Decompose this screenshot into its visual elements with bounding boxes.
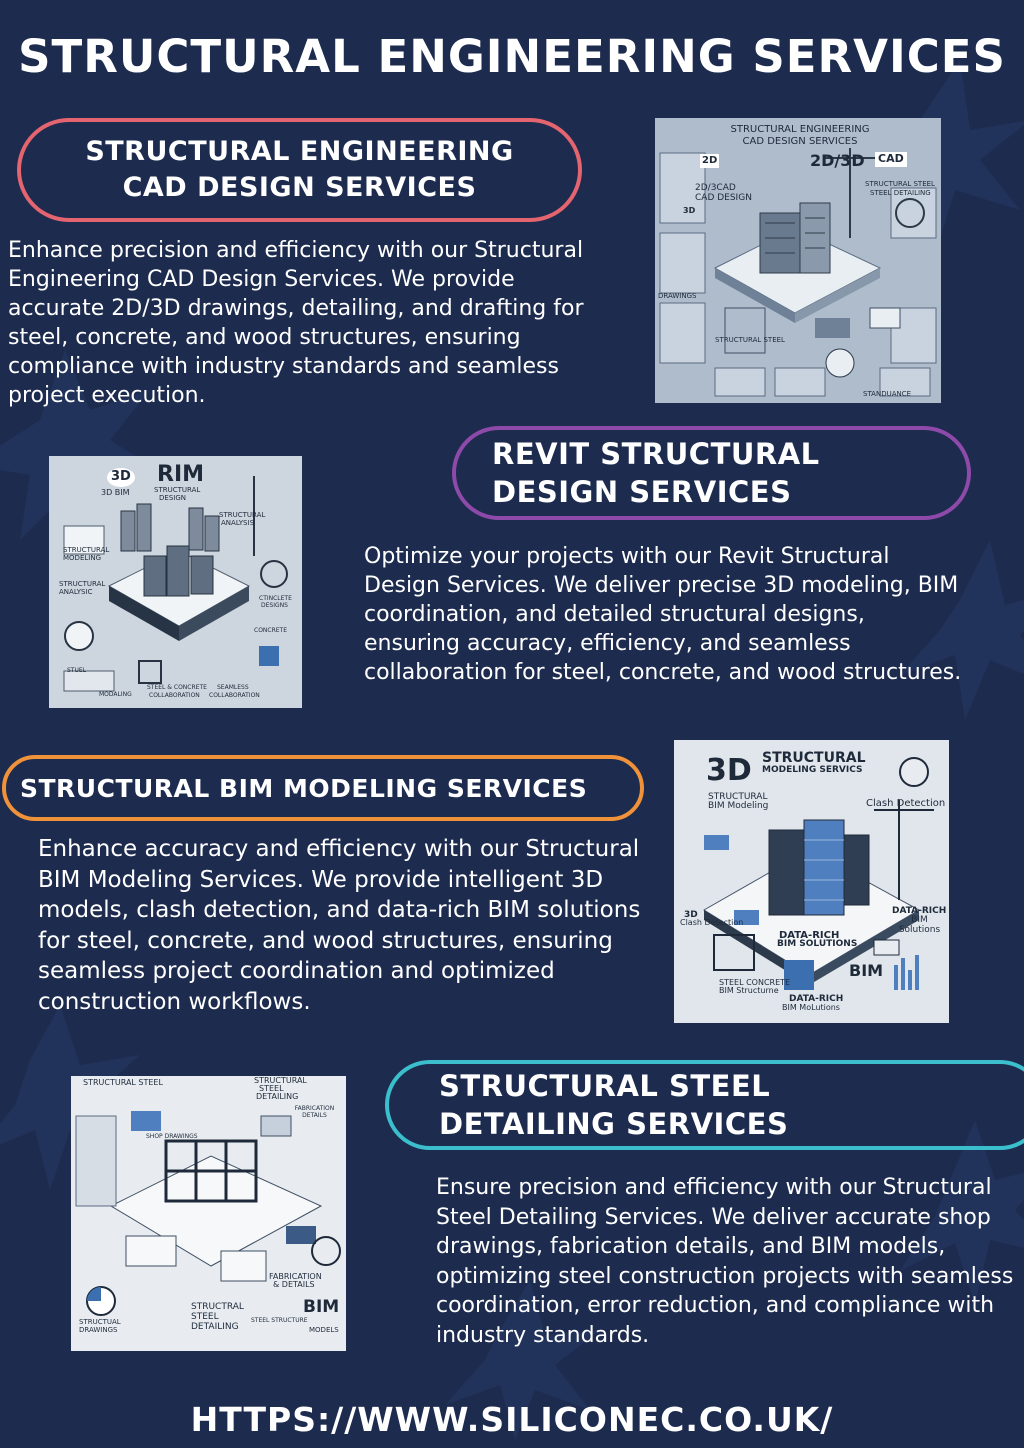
heading-line: STRUCTURAL STEEL xyxy=(439,1068,771,1103)
figure-label: 2D/3D xyxy=(810,151,865,170)
section-heading-steel-detailing: STRUCTURAL STEEL DETAILING SERVICES xyxy=(385,1060,1024,1150)
figure-label: DRAWINGS xyxy=(79,1326,118,1334)
figure-label: BIM Structurne xyxy=(719,986,779,995)
figure-label: FABRICATION DETAILS xyxy=(294,1105,335,1119)
page-title: STRUCTURAL ENGINEERING SERVICES xyxy=(18,30,1006,83)
figure-label: STRUCTURAL xyxy=(254,1076,307,1085)
figure-label: MODELS xyxy=(309,1326,339,1334)
section-heading-cad-design: STRUCTURAL ENGINEERING CAD DESIGN SERVIC… xyxy=(17,118,582,222)
heading-line: DETAILING SERVICES xyxy=(439,1107,789,1141)
figure-label: BIM xyxy=(303,1297,340,1317)
figure-label: STEEL DETAILING xyxy=(870,189,931,197)
figure-label: DATA-RICH xyxy=(779,930,840,941)
figure-label: STRUCTURAL xyxy=(59,580,106,588)
figure-label: STRUCTURAL xyxy=(63,546,110,554)
cad-design-illustration: STRUCTURAL ENGINEERING CAD DESIGN SERVIC… xyxy=(655,118,941,403)
section-description: Enhance precision and efficiency with ou… xyxy=(8,238,584,408)
figure-label: Clash Detection xyxy=(866,798,946,809)
figure-label: DETAILING xyxy=(256,1092,299,1101)
figure-label: STRUCTUAL xyxy=(79,1318,121,1326)
figure-label: STEEL CONCRETE xyxy=(719,978,791,987)
steel-detailing-illustration: STRUCTURAL STEEL STRUCTURAL STEEL DETAIL… xyxy=(71,1076,346,1351)
figure-label: STRUCTURAL xyxy=(219,511,266,519)
heading-line: DESIGN SERVICES xyxy=(492,475,792,509)
figure-label: STEEL STRUCTURE xyxy=(251,1317,308,1324)
figure-label: STRUCTURAL xyxy=(708,792,768,802)
figure-title: STRUCTURAL ENGINEERING CAD DESIGN SERVIC… xyxy=(715,124,885,147)
section-description: Optimize your projects with our Revit St… xyxy=(364,544,962,685)
figure-label: 3D xyxy=(684,910,698,920)
figure-label: 2D xyxy=(700,154,720,168)
figure-label: STEEL xyxy=(191,1312,219,1322)
figure-label: STUEL xyxy=(67,667,86,674)
isometric-steel-frame-illustration xyxy=(71,1076,346,1351)
section-description: Ensure precision and efficiency with our… xyxy=(436,1175,1014,1348)
section-heading-bim-modeling: STRUCTURAL BIM MODELING SERVICES xyxy=(2,755,644,821)
isometric-building-illustration xyxy=(674,740,949,1023)
figure-label: STEEL xyxy=(259,1084,284,1093)
figure-label: STRUCTURAL STEEL xyxy=(83,1078,163,1087)
figure-label: COLLABORATION xyxy=(209,692,260,699)
figure-label: BIM xyxy=(849,961,884,980)
figure-label: CAD xyxy=(875,152,907,167)
website-link[interactable]: HTTPS://WWW.SILICONEC.CO.UK/ xyxy=(190,1400,834,1439)
figure-label: STANDUANCE xyxy=(863,390,912,398)
figure-label: BIM SOLUTIONS xyxy=(777,939,858,949)
heading-line: CAD DESIGN SERVICES xyxy=(122,172,477,203)
figure-label: MODELING xyxy=(63,554,101,562)
figure-label: STRUCTURAL STEEL xyxy=(865,180,935,188)
figure-label: MODALING xyxy=(99,691,132,698)
isometric-building-illustration xyxy=(49,456,302,708)
heading-line: REVIT STRUCTURAL xyxy=(492,436,820,471)
figure-label: DATA-RICH xyxy=(892,906,947,916)
figure-label: COLLABORATION xyxy=(149,692,200,699)
figure-label: FABRICATION xyxy=(269,1272,322,1281)
figure-label: CTINCLETE xyxy=(259,595,292,602)
figure-label: DESIGNS xyxy=(261,602,288,609)
figure-label: ANALYSIC xyxy=(59,588,93,596)
figure-label: ANALYSIS xyxy=(221,519,255,527)
heading-line: STRUCTURAL ENGINEERING xyxy=(85,136,514,168)
figure-label: 3D BIM xyxy=(101,488,130,497)
figure-label: Clash Detection xyxy=(680,918,744,927)
figure-label: STRUCTRAL xyxy=(191,1302,244,1312)
figure-label: STRUCTURAL xyxy=(762,750,866,766)
figure-label: RIM xyxy=(157,462,205,487)
figure-title-line: CAD DESIGN SERVICES xyxy=(742,135,858,147)
section-heading-revit-design: REVIT STRUCTURAL DESIGN SERVICES xyxy=(452,426,971,520)
figure-label: BIM Modeling xyxy=(708,801,769,811)
revit-design-illustration: 3D RIM 3D BIM STRUCTURAL DESIGN STRUCTUR… xyxy=(49,456,302,708)
figure-label: BIM MoLutions xyxy=(782,1003,840,1012)
figure-label: STEEL & CONCRETE xyxy=(147,684,207,691)
figure-label: 3D xyxy=(683,206,696,215)
figure-label: CAD DESIGN xyxy=(695,193,752,203)
section-description: Enhance accuracy and efficiency with our… xyxy=(38,836,641,1015)
figure-label: 3D xyxy=(107,468,135,487)
figure-label: SHOP DRAWINGS xyxy=(146,1133,198,1140)
figure-label: STRUCTURAL xyxy=(154,486,201,494)
figure-label: 3D xyxy=(706,753,752,788)
figure-label: DETAILING xyxy=(191,1322,239,1332)
figure-label: DATA-RICH xyxy=(789,994,844,1004)
heading-line: STRUCTURAL BIM MODELING SERVICES xyxy=(20,773,588,803)
figure-label: CONCRETE xyxy=(254,627,288,634)
figure-label: DESIGN xyxy=(159,494,186,502)
bim-modeling-illustration: 3D STRUCTURAL MODELING SERVICS STRUCTURA… xyxy=(674,740,949,1023)
figure-label: SEAMLESS xyxy=(217,684,249,691)
figure-label: BIM Solutions xyxy=(898,915,941,936)
figure-label: DRAWINGS xyxy=(658,292,697,300)
figure-label: STRUCTURAL STEEL xyxy=(715,336,785,344)
figure-label: & DETAILS xyxy=(273,1280,315,1289)
figure-label: 2D/3CAD xyxy=(695,183,736,193)
figure-label: MODELING SERVICS xyxy=(762,765,863,775)
figure-title-line: STRUCTURAL ENGINEERING xyxy=(730,124,870,135)
